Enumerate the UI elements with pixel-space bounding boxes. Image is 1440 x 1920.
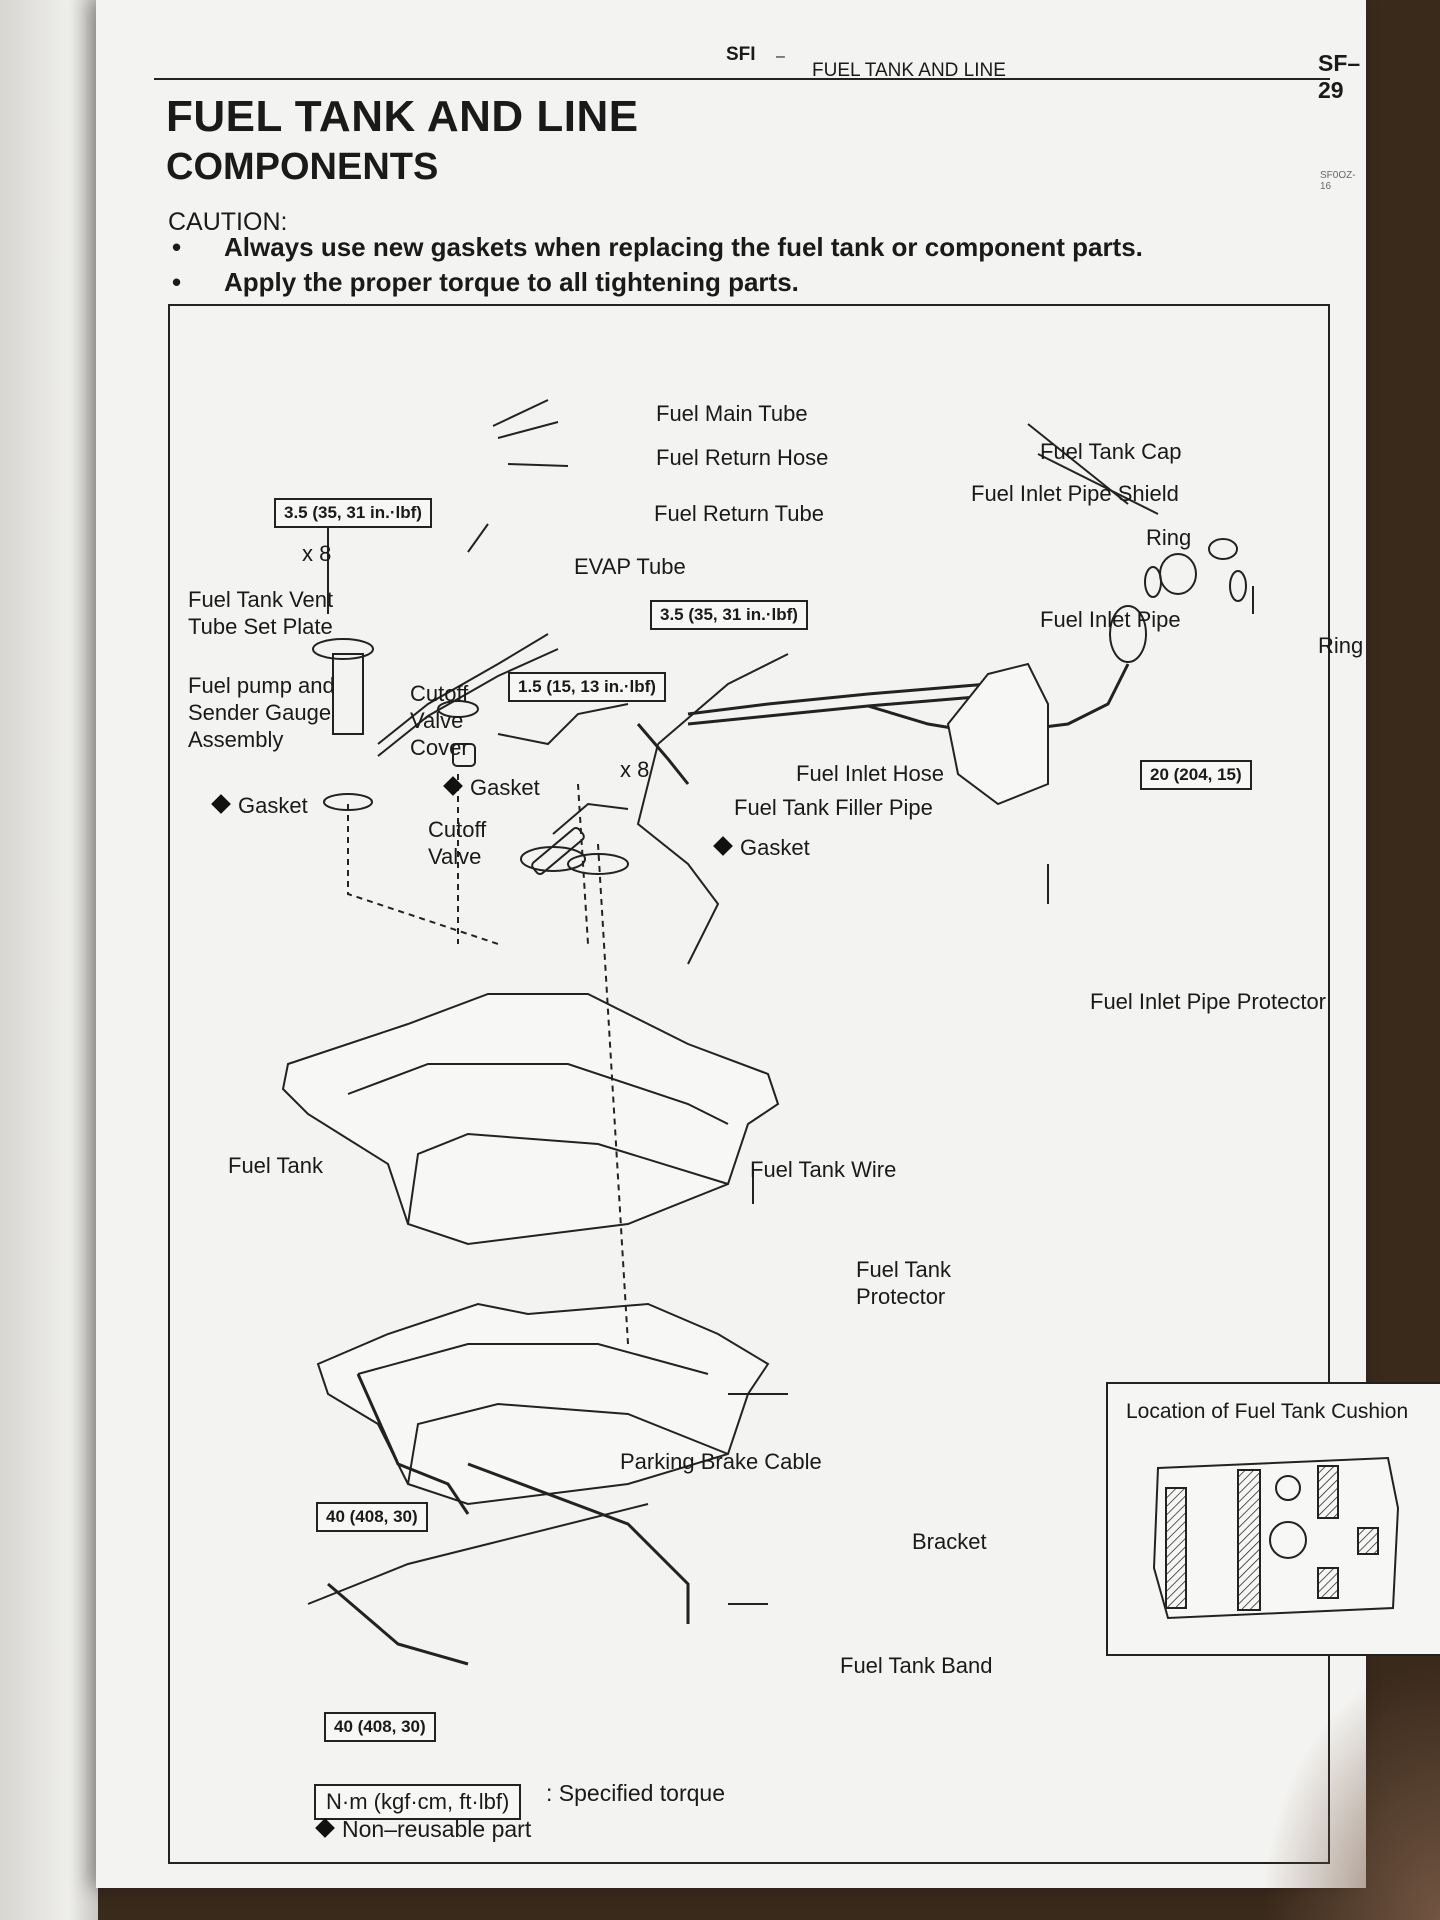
legend-non-reusable: Non–reusable part bbox=[315, 1816, 532, 1843]
label-quantity: x 8 bbox=[302, 541, 332, 566]
exploded-diagram bbox=[281, 399, 1254, 1666]
label-cutoff-valve-cover: Cutoff Valve Cover bbox=[410, 681, 469, 760]
torque-value: 3.5 (35, 31 in.·lbf) bbox=[650, 600, 808, 630]
hand-shadow bbox=[1260, 1660, 1440, 1920]
label-quantity: x 8 bbox=[620, 757, 650, 782]
manual-page: SFI – FUEL TANK AND LINE SF–29 FUEL TANK… bbox=[96, 0, 1440, 1888]
gasket-text: Gasket bbox=[740, 835, 810, 860]
label-fuel-tank-protector: Fuel Tank Protector bbox=[856, 1257, 951, 1309]
section-title: COMPONENTS bbox=[166, 146, 439, 188]
cushion-location-drawing bbox=[1152, 1456, 1400, 1620]
torque-value: 1.5 (15, 13 in.·lbf) bbox=[508, 672, 666, 702]
label-ring: Ring bbox=[1146, 525, 1192, 550]
label-fuel-inlet-pipe: Fuel Inlet Pipe bbox=[1040, 607, 1181, 632]
label-fuel-inlet-pipe-protector: Fuel Inlet Pipe Protector bbox=[1090, 989, 1327, 1014]
gasket-text: Gasket bbox=[238, 793, 308, 818]
bullet-icon: • bbox=[172, 232, 182, 262]
caution-text: Apply the proper torque to all tightenin… bbox=[224, 267, 799, 297]
label-fuel-return-tube: Fuel Return Tube bbox=[654, 501, 824, 526]
label-bracket: Bracket bbox=[912, 1529, 987, 1554]
cushion-location-inset: Location of Fuel Tank Cushion bbox=[1106, 1382, 1440, 1656]
legend-torque-unit: N·m (kgf·cm, ft·lbf) bbox=[314, 1784, 522, 1820]
non-reusable-icon bbox=[713, 836, 733, 856]
label-fuel-inlet-hose: Fuel Inlet Hose bbox=[796, 761, 944, 786]
label-fuel-main-tube: Fuel Main Tube bbox=[656, 401, 808, 426]
label-fuel-inlet-pipe-shield: Fuel Inlet Pipe Shield bbox=[971, 481, 1179, 506]
label-ring: Ring bbox=[1318, 633, 1364, 658]
page-title: FUEL TANK AND LINE bbox=[166, 92, 639, 141]
doc-code: SF0OZ-16 bbox=[1320, 170, 1356, 192]
non-reusable-icon bbox=[211, 794, 231, 814]
label-fuel-tank: Fuel Tank bbox=[228, 1153, 323, 1178]
non-reusable-icon bbox=[315, 1818, 335, 1838]
label-cutoff-valve: Cutoff Valve bbox=[428, 817, 487, 869]
legend-non-reusable-text: Non–reusable part bbox=[342, 1816, 532, 1842]
label-gasket: Gasket bbox=[443, 774, 540, 801]
torque-value: 3.5 (35, 31 in.·lbf) bbox=[274, 498, 432, 528]
header-section: SFI bbox=[726, 44, 756, 65]
diagram-frame bbox=[168, 304, 1330, 1864]
header-subsection: FUEL TANK AND LINE bbox=[812, 60, 1006, 81]
label-parking-brake-cable: Parking Brake Cable bbox=[620, 1449, 822, 1474]
legend-torque-meaning: : Specified torque bbox=[546, 1780, 726, 1806]
torque-value: 40 (408, 30) bbox=[316, 1502, 428, 1532]
label-fuel-pump-assembly: Fuel pump and Sender Gauge Assembly bbox=[188, 673, 335, 752]
label-gasket: Gasket bbox=[211, 792, 308, 819]
inset-title: Location of Fuel Tank Cushion bbox=[1126, 1400, 1409, 1423]
caution-heading: CAUTION: bbox=[168, 208, 288, 236]
bullet-icon: • bbox=[172, 267, 182, 297]
caution-item: • Apply the proper torque to all tighteni… bbox=[172, 267, 799, 298]
torque-value: 20 (204, 15) bbox=[1140, 760, 1252, 790]
facing-page-edge bbox=[0, 0, 98, 1920]
non-reusable-icon bbox=[443, 776, 463, 796]
gasket-text: Gasket bbox=[470, 775, 540, 800]
header-rule bbox=[154, 78, 1330, 80]
label-fuel-tank-band: Fuel Tank Band bbox=[840, 1653, 993, 1678]
label-vent-tube-set-plate: Fuel Tank Vent Tube Set Plate bbox=[188, 587, 334, 639]
torque-value: 40 (408, 30) bbox=[324, 1712, 436, 1742]
label-evap-tube: EVAP Tube bbox=[574, 554, 686, 579]
page-number: SF–29 bbox=[1318, 50, 1361, 103]
header-separator: – bbox=[776, 48, 785, 65]
label-fuel-tank-wire: Fuel Tank Wire bbox=[750, 1157, 897, 1182]
label-gasket: Gasket bbox=[713, 834, 810, 861]
label-fuel-return-hose: Fuel Return Hose bbox=[656, 445, 829, 470]
caution-text: Always use new gaskets when replacing th… bbox=[224, 232, 1143, 262]
label-fuel-tank-filler-pipe: Fuel Tank Filler Pipe bbox=[734, 795, 933, 820]
label-fuel-tank-cap: Fuel Tank Cap bbox=[1040, 439, 1182, 464]
caution-item: • Always use new gaskets when replacing t… bbox=[172, 232, 1143, 263]
